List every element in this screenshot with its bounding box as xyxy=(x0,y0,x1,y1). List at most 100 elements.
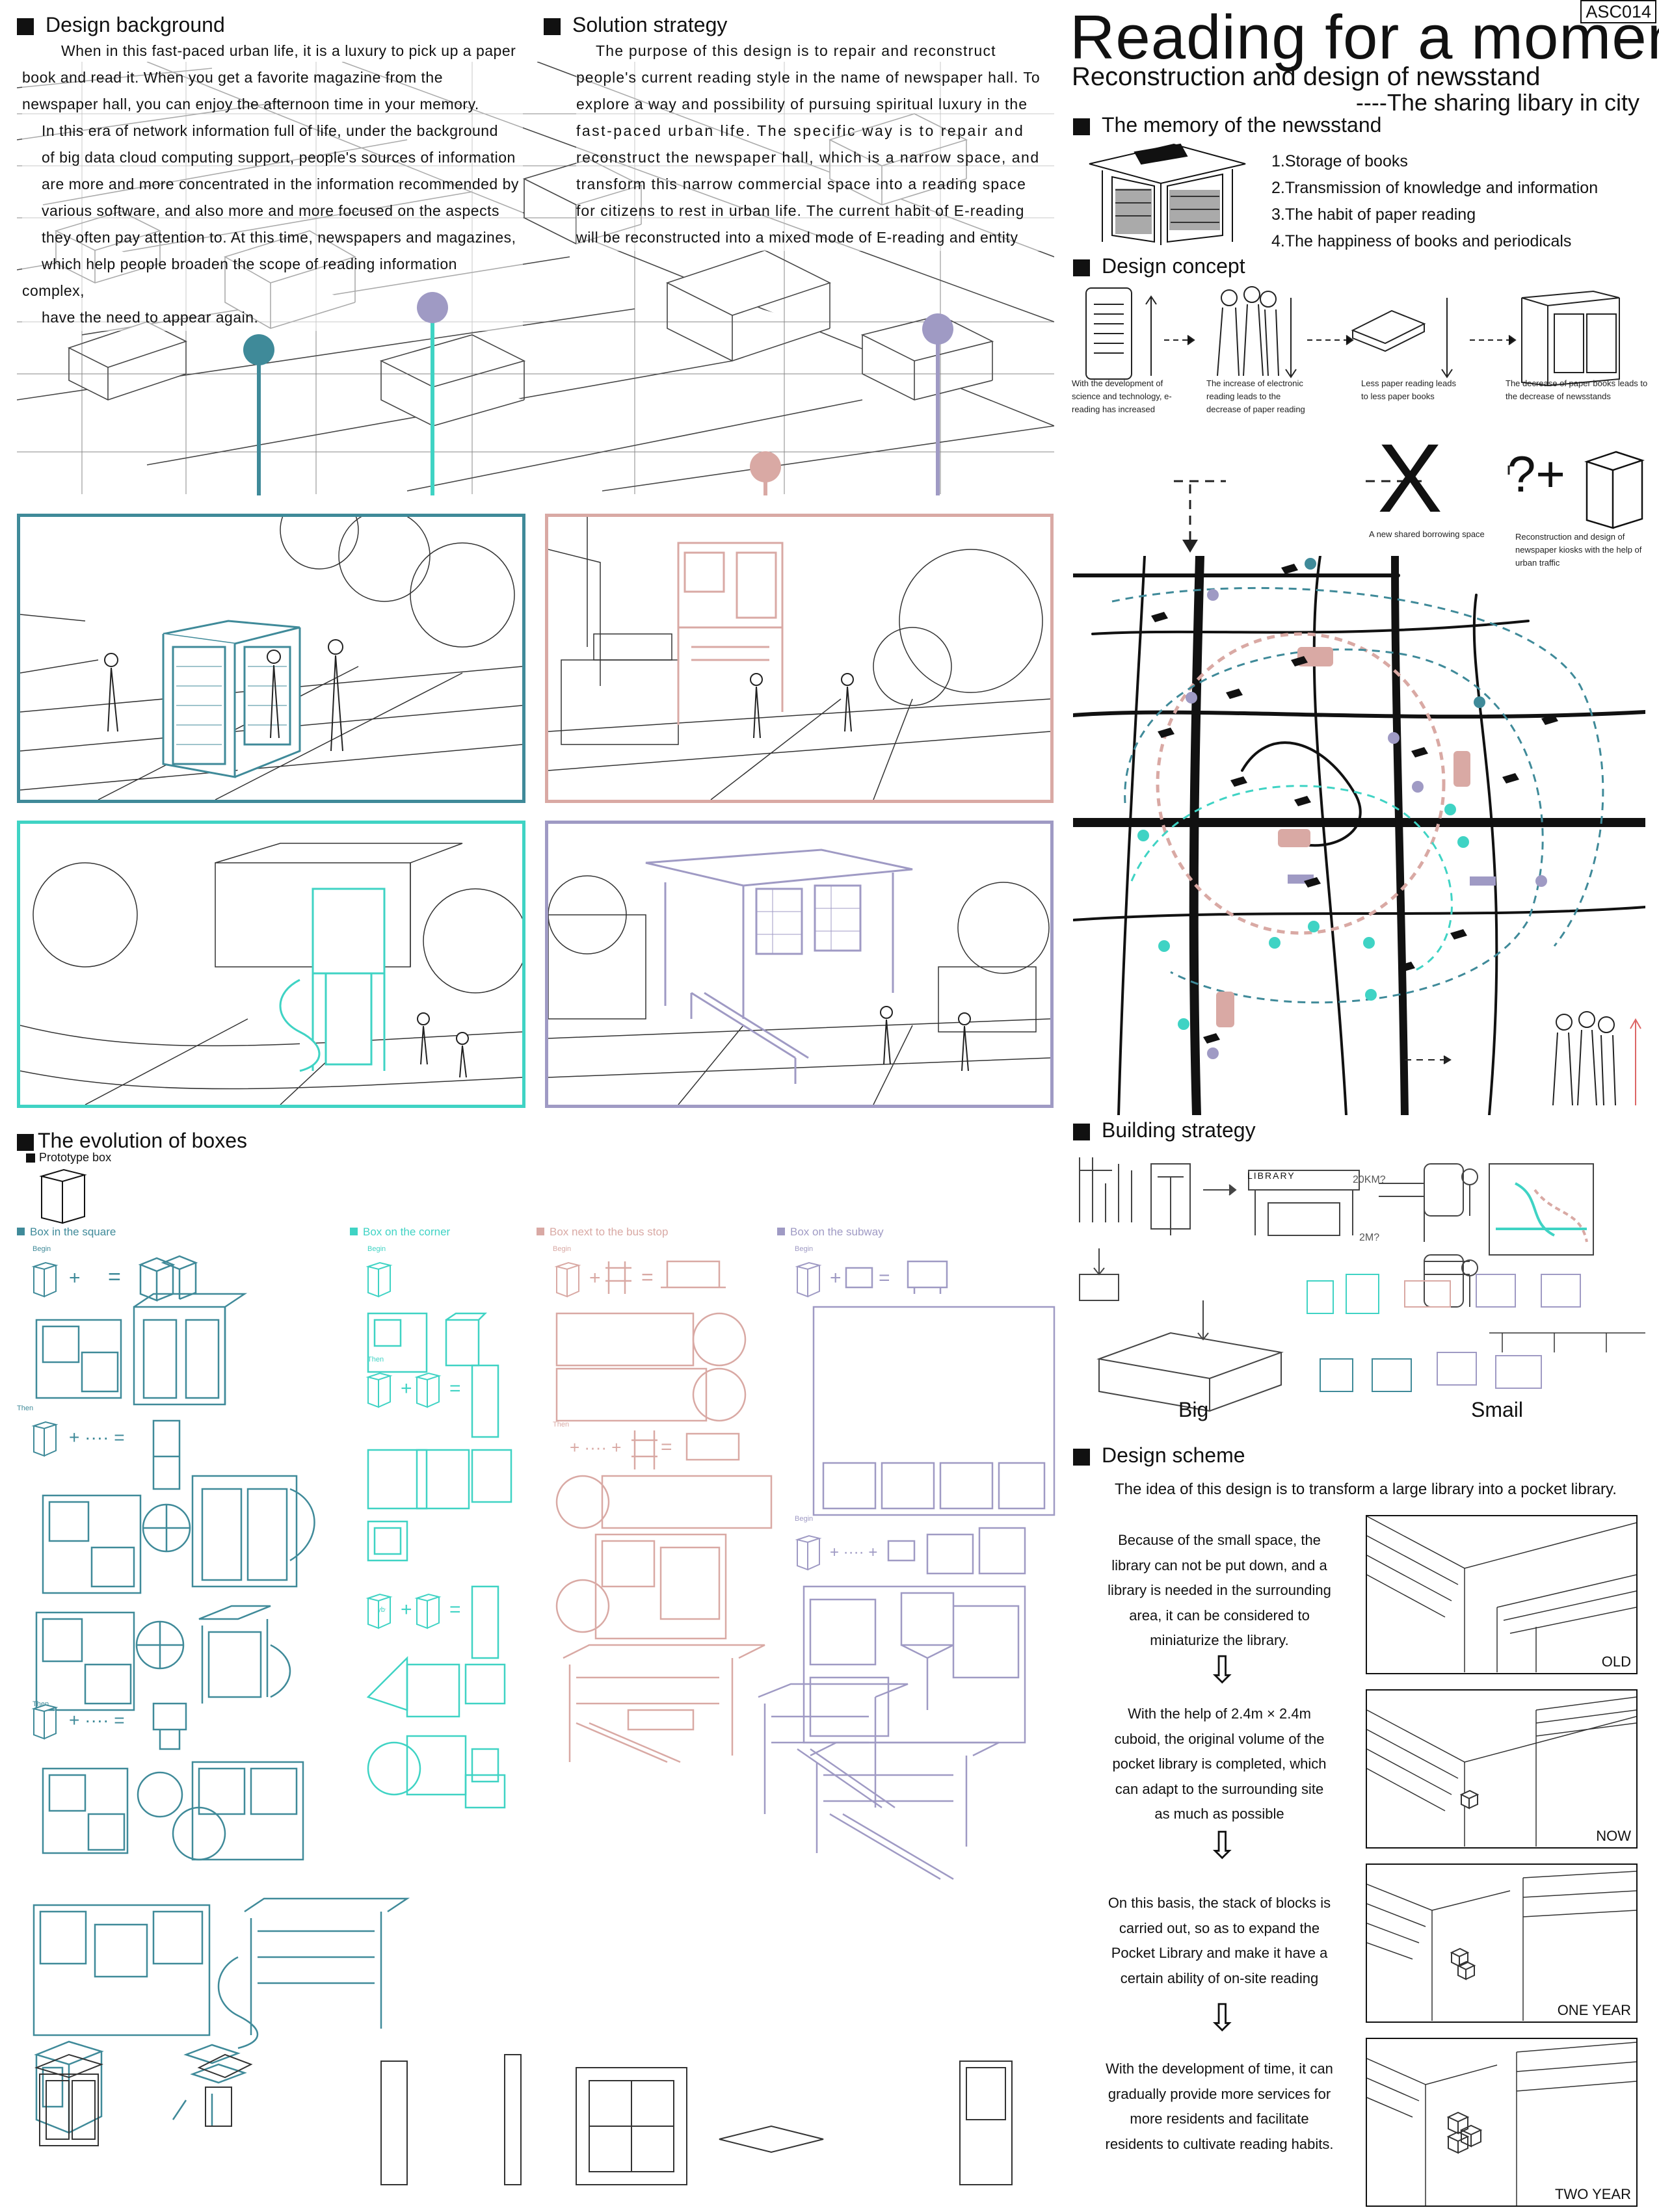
svg-text:=: = xyxy=(449,1599,461,1620)
scheme-panel-two-year: TWO YEAR xyxy=(1366,2038,1638,2207)
step2-line: With the help of 2.4m × 2.4m xyxy=(1128,1705,1311,1722)
note: Begin xyxy=(795,1245,814,1253)
concept-x-mark: X xyxy=(1377,423,1443,533)
bus-markers xyxy=(1216,647,1470,1027)
prototype-label: Prototype box xyxy=(26,1151,111,1165)
concept-caption-1: With the development of science and tech… xyxy=(1072,378,1172,414)
memory-item: 4.The happiness of books and periodicals xyxy=(1271,232,1572,250)
poster-subtitle: Reconstruction and design of newsstand xyxy=(1072,62,1541,91)
design-scheme-heading-text: Design scheme xyxy=(1102,1443,1245,1467)
svg-text:+ ···· +: + ···· + xyxy=(830,1544,877,1561)
note: Begin xyxy=(795,1515,814,1523)
bg-line-9: which help people broaden the scope of r… xyxy=(22,256,457,299)
svg-text:+: + xyxy=(401,1599,412,1620)
evolution-column-4-title: Box on the subway xyxy=(777,1226,884,1239)
design-background-text: When in this fast-paced urban life, it i… xyxy=(22,38,523,331)
distance-2m: 2M? xyxy=(1359,1232,1380,1243)
concept-caption-4: The decrease of paper books leads to the… xyxy=(1506,378,1648,401)
prototype-label-text: Prototype box xyxy=(39,1151,112,1164)
render-subway-lines xyxy=(548,849,1050,1105)
scheme-down-arrow: ⇩ xyxy=(1206,1649,1238,1691)
note: Then xyxy=(17,1404,34,1412)
svg-text:+: + xyxy=(830,1267,842,1289)
sol-line-2: people's current reading style in the na… xyxy=(576,69,1041,86)
bg-line-3: newspaper hall, you can enjoy the aftern… xyxy=(22,96,479,112)
route-bus xyxy=(1156,632,1446,935)
scheme-step-2: With the help of 2.4m × 2.4m cuboid, the… xyxy=(1080,1702,1359,1827)
note: Begin xyxy=(367,1245,386,1253)
solution-strategy-section: Solution strategy xyxy=(544,14,1057,35)
concept-heading: Design concept xyxy=(1073,256,1245,276)
step4-line: With the development of time, it can xyxy=(1106,2061,1333,2077)
evolution-column-3-title: Box next to the bus stop xyxy=(537,1226,668,1239)
evolution-heading: The evolution of boxes xyxy=(17,1130,247,1151)
svg-text:=: = xyxy=(449,1378,461,1399)
building-strategy-heading: Building strategy xyxy=(1073,1120,1256,1140)
panel-label-one-year: ONE YEAR xyxy=(1557,2002,1631,2018)
bg-line-5: of big data cloud computing support, peo… xyxy=(42,149,516,166)
solution-strategy-heading: Solution strategy xyxy=(544,14,1057,35)
memory-list: 1.Storage of books 2.Transmission of kno… xyxy=(1271,148,1598,255)
scheme-panel-old: OLD xyxy=(1366,1515,1638,1674)
scheme-down-arrow: ⇩ xyxy=(1206,1997,1238,2039)
old-newsstand-sketch xyxy=(1089,143,1246,245)
step1-line: miniaturize the library. xyxy=(1150,1632,1289,1648)
step4-line: gradually provide more services for xyxy=(1108,2085,1331,2102)
render-box-in-square xyxy=(17,514,525,803)
step4-line: residents to cultivate reading habits. xyxy=(1105,2135,1334,2152)
scheme-step-3: On this basis, the stack of blocks is ca… xyxy=(1080,1891,1359,1991)
svg-text:+: + xyxy=(401,1378,412,1399)
library-sign: LIBRARY xyxy=(1247,1170,1295,1181)
note: Begin xyxy=(33,1245,51,1253)
sol-line-5: reconstruct the newspaper hall, which is… xyxy=(576,149,1040,166)
pin-lavender-2 xyxy=(922,313,953,495)
note: Begin xyxy=(553,1245,572,1253)
scheme-panel-now: NOW xyxy=(1366,1689,1638,1849)
phone-icon xyxy=(1085,287,1132,380)
prototype-box-drawing xyxy=(39,1168,87,1224)
bike-markers xyxy=(1137,804,1469,1030)
solution-strategy-text: The purpose of this design is to repair … xyxy=(576,38,1054,251)
step1-line: Because of the small space, the xyxy=(1118,1532,1321,1548)
panel-now-drawing xyxy=(1367,1696,1636,1847)
bg-line-10: have the need to appear again. xyxy=(42,309,259,326)
svg-text:+ ···· +: + ···· + xyxy=(570,1438,621,1457)
evolution-column-1-title: Box in the square xyxy=(17,1226,116,1239)
poster-subtitle-2: ----The sharing libary in city xyxy=(1355,89,1639,116)
step1-line: library can not be put down, and a xyxy=(1111,1557,1327,1573)
render-corner-lines xyxy=(20,843,522,1105)
render-box-bus-stop xyxy=(545,514,1054,803)
concept-diagram-row xyxy=(1085,286,1620,387)
bg-line-2: book and read it. When you get a favorit… xyxy=(22,69,444,86)
step3-line: On this basis, the stack of blocks is xyxy=(1108,1895,1331,1911)
concept-caption-box: Reconstruction and design of newspaper k… xyxy=(1515,532,1642,568)
step3-line: Pocket Library and make it have a xyxy=(1111,1945,1328,1961)
sol-line-1: The purpose of this design is to repair … xyxy=(596,42,996,59)
svg-text:+: + xyxy=(69,1267,81,1289)
sol-line-7: for citizens to rest in urban life. The … xyxy=(576,202,1025,219)
new-box-icon xyxy=(1584,451,1645,529)
step4-line: more residents and facilitate xyxy=(1130,2111,1309,2127)
evolution-column-2-title: Box on the corner xyxy=(350,1226,450,1239)
panel-old-drawing xyxy=(1367,1516,1636,1672)
step2-line: pocket library is completed, which xyxy=(1112,1756,1327,1772)
note: Then xyxy=(553,1421,570,1429)
design-scheme-heading: Design scheme xyxy=(1073,1445,1245,1466)
poster-code: ASC014 xyxy=(1580,0,1656,23)
route-bike xyxy=(1130,785,1453,973)
col2-title-text: Box on the corner xyxy=(363,1226,451,1238)
svg-text:=: = xyxy=(661,1436,672,1458)
concept-caption-x: A new shared borrowing space xyxy=(1369,529,1485,539)
col1-title-text: Box in the square xyxy=(30,1226,116,1238)
panel-label-old: OLD xyxy=(1601,1653,1631,1670)
memory-item: 2.Transmission of knowledge and informat… xyxy=(1271,179,1599,197)
render-box-on-subway xyxy=(545,821,1054,1108)
concept-caption-3: Less paper reading leads to less paper b… xyxy=(1361,378,1456,401)
sol-line-8: will be reconstructed into a mixed mode … xyxy=(576,229,1018,246)
building-strategy-diagram xyxy=(1079,1157,1645,1412)
svg-text:=: = xyxy=(879,1267,890,1289)
route-subway xyxy=(1124,648,1544,1004)
render-square-lines xyxy=(20,517,522,800)
svg-text:=: = xyxy=(108,1265,121,1289)
step2-line: cuboid, the original volume of the xyxy=(1114,1730,1325,1747)
